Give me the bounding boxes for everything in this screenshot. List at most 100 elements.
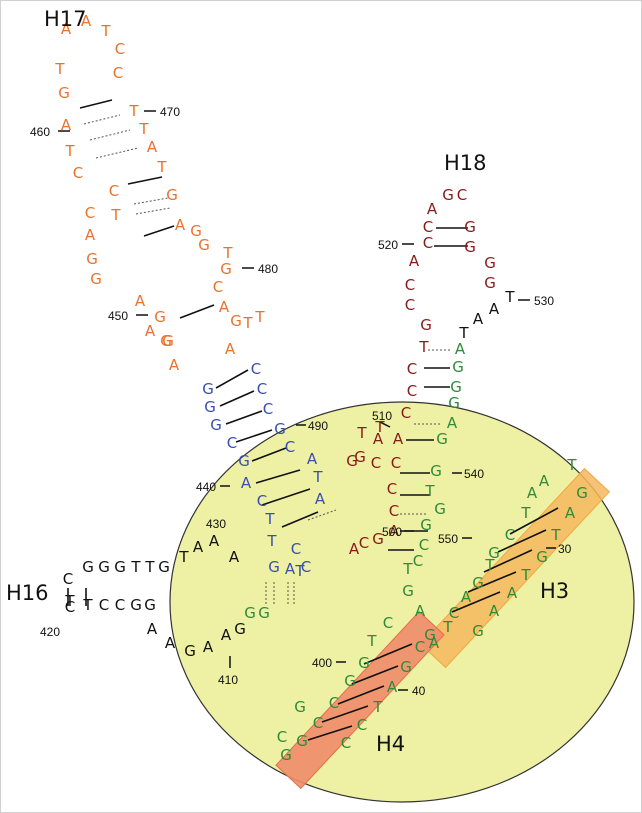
nucleotide-a: A	[221, 626, 232, 644]
nucleotide-t: T	[504, 288, 515, 306]
nucleotide-g: G	[238, 452, 250, 470]
nucleotide-a: A	[373, 430, 384, 448]
nucleotide-c: C	[357, 716, 367, 734]
nucleotide-g: G	[204, 398, 216, 416]
nucleotide-t: T	[520, 504, 531, 522]
nucleotide-a: A	[193, 538, 204, 556]
nucleotide-c: C	[341, 734, 351, 752]
nucleotide-t: T	[442, 618, 453, 636]
number-460: 460	[30, 125, 50, 139]
nucleotide-t: T	[458, 324, 469, 342]
nucleotide-g: G	[420, 516, 432, 534]
nucleotide-c: C	[113, 64, 123, 82]
nucleotide-a: A	[539, 472, 550, 490]
nucleotide-g: G	[162, 332, 174, 350]
nucleotide-g: G	[358, 654, 370, 672]
nucleotide-t: T	[130, 558, 141, 576]
nucleotide-t: T	[356, 424, 367, 442]
nucleotide-c: C	[449, 604, 459, 622]
h4-band	[275, 610, 445, 790]
nucleotide-t: T	[266, 532, 277, 550]
nucleotide-a: A	[225, 340, 236, 358]
nucleotide-g: G	[434, 500, 446, 518]
nucleotide-t: T	[402, 560, 413, 578]
nucleotide-g: G	[274, 420, 286, 438]
nucleotide-g: G	[472, 574, 484, 592]
nucleotide-c: C	[371, 454, 381, 472]
nucleotide-g: G	[372, 530, 384, 548]
nucleotide-c: C	[291, 540, 301, 558]
nucleotide-a: A	[209, 532, 220, 550]
nucleotide-g: G	[448, 394, 460, 412]
number-ticks	[58, 110, 556, 691]
nucleotide-a: A	[393, 430, 404, 448]
label-h18: H18	[444, 151, 487, 175]
nucleotide-t: T	[156, 158, 167, 176]
nucleotide-g: G	[82, 558, 94, 576]
nucleotide-t: T	[138, 120, 149, 138]
number-30: 30	[558, 542, 572, 556]
nucleotide-a: A	[175, 216, 186, 234]
nucleotide-c: C	[359, 534, 369, 552]
nucleotide-a: A	[81, 12, 92, 30]
nucleotide-c: C	[85, 204, 95, 222]
nucleotide-t: T	[54, 60, 65, 78]
nucleotide-a: A	[415, 602, 426, 620]
nucleotide-c: C	[419, 536, 429, 554]
nucleotide-a: A	[565, 504, 576, 522]
nucleotide-c: C	[257, 380, 267, 398]
number-500: 500	[382, 525, 402, 539]
nucleotide-g: G	[488, 544, 500, 562]
nucleotide-t: T	[484, 556, 495, 574]
nucleotide-a: A	[145, 322, 156, 340]
nucleotide-a: A	[527, 484, 538, 502]
nucleotide-a: A	[447, 414, 458, 432]
nucleotide-g: G	[294, 698, 306, 716]
nucleotide-t: T	[110, 206, 121, 224]
nucleotide-t: T	[178, 548, 189, 566]
nucleotide-t: T	[64, 142, 75, 160]
nucleotide-c: C	[99, 596, 109, 614]
nucleotide-c: C	[73, 164, 83, 182]
nucleotide-c: C	[213, 278, 223, 296]
nucleotide-g: G	[268, 558, 280, 576]
nucleotide-g: G	[576, 484, 588, 502]
nucleotide-a: A	[389, 522, 400, 540]
nucleotide-a: A	[507, 584, 518, 602]
nucleotide-g: G	[536, 548, 548, 566]
nucleotide-c: C	[415, 638, 425, 656]
nucleotide-c: C	[257, 492, 267, 510]
nucleotide-c: C	[115, 40, 125, 58]
nucleotide-c: C	[405, 276, 415, 294]
nucleotide-a: A	[307, 450, 318, 468]
nucleotide-g: G	[484, 254, 496, 272]
nucleotide-c: C	[391, 454, 401, 472]
nucleotide-a: A	[61, 20, 72, 38]
nucleotide-t: T	[424, 482, 435, 500]
number-470: 470	[160, 105, 180, 119]
nucleotide-c: C	[109, 182, 119, 200]
nucleotide-c: C	[407, 360, 417, 378]
nucleotide-t: T	[550, 526, 561, 544]
nucleotide-a: A	[409, 252, 420, 270]
nucleotide-t: T	[222, 244, 233, 262]
nucleotide-t: T	[366, 632, 377, 650]
nucleotide-c: C	[329, 694, 339, 712]
nucleotide-g: G	[296, 732, 308, 750]
nucleotide-a: A	[489, 300, 500, 318]
nucleotide-c: C	[227, 434, 237, 452]
nucleotide-a: A	[61, 116, 72, 134]
nucleotide-c: C	[285, 438, 295, 456]
nucleotide-g: G	[436, 430, 448, 448]
number-420: 420	[40, 625, 60, 639]
nucleotide-g: G	[198, 236, 210, 254]
nucleotide-a: A	[429, 634, 440, 652]
nucleotide-g: G	[344, 672, 356, 690]
helix-labels: H17 H18 H16 H3 H4	[6, 7, 569, 756]
nucleotide-a: A	[169, 356, 180, 374]
nucleotide-a: A	[461, 588, 472, 606]
nucleotide-g: G	[234, 620, 246, 638]
nucleotide-g: G	[258, 604, 270, 622]
nucleotide-c: C	[505, 526, 515, 544]
nucleotide-g: G	[244, 604, 256, 622]
